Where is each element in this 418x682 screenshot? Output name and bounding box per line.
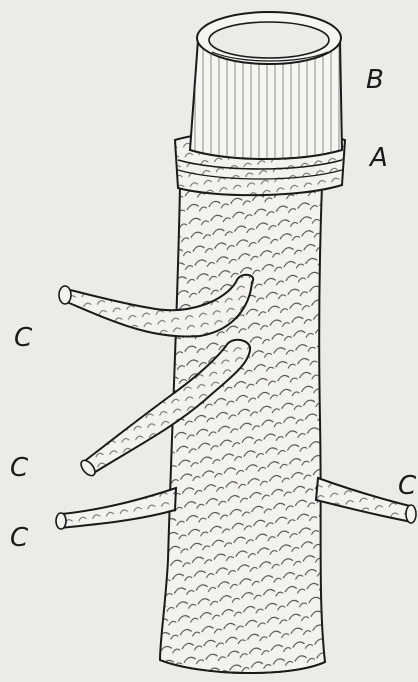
label-c-upper: C xyxy=(14,323,33,353)
label-a: A xyxy=(368,143,388,173)
branch-c-lower-left xyxy=(56,488,176,529)
top-cylinder-b xyxy=(190,12,342,159)
label-c-lower-left: C xyxy=(10,523,29,553)
label-b: B xyxy=(366,65,384,95)
label-c-right: C xyxy=(398,471,417,501)
main-tube-body xyxy=(160,185,325,673)
label-c-middle: C xyxy=(10,453,29,483)
